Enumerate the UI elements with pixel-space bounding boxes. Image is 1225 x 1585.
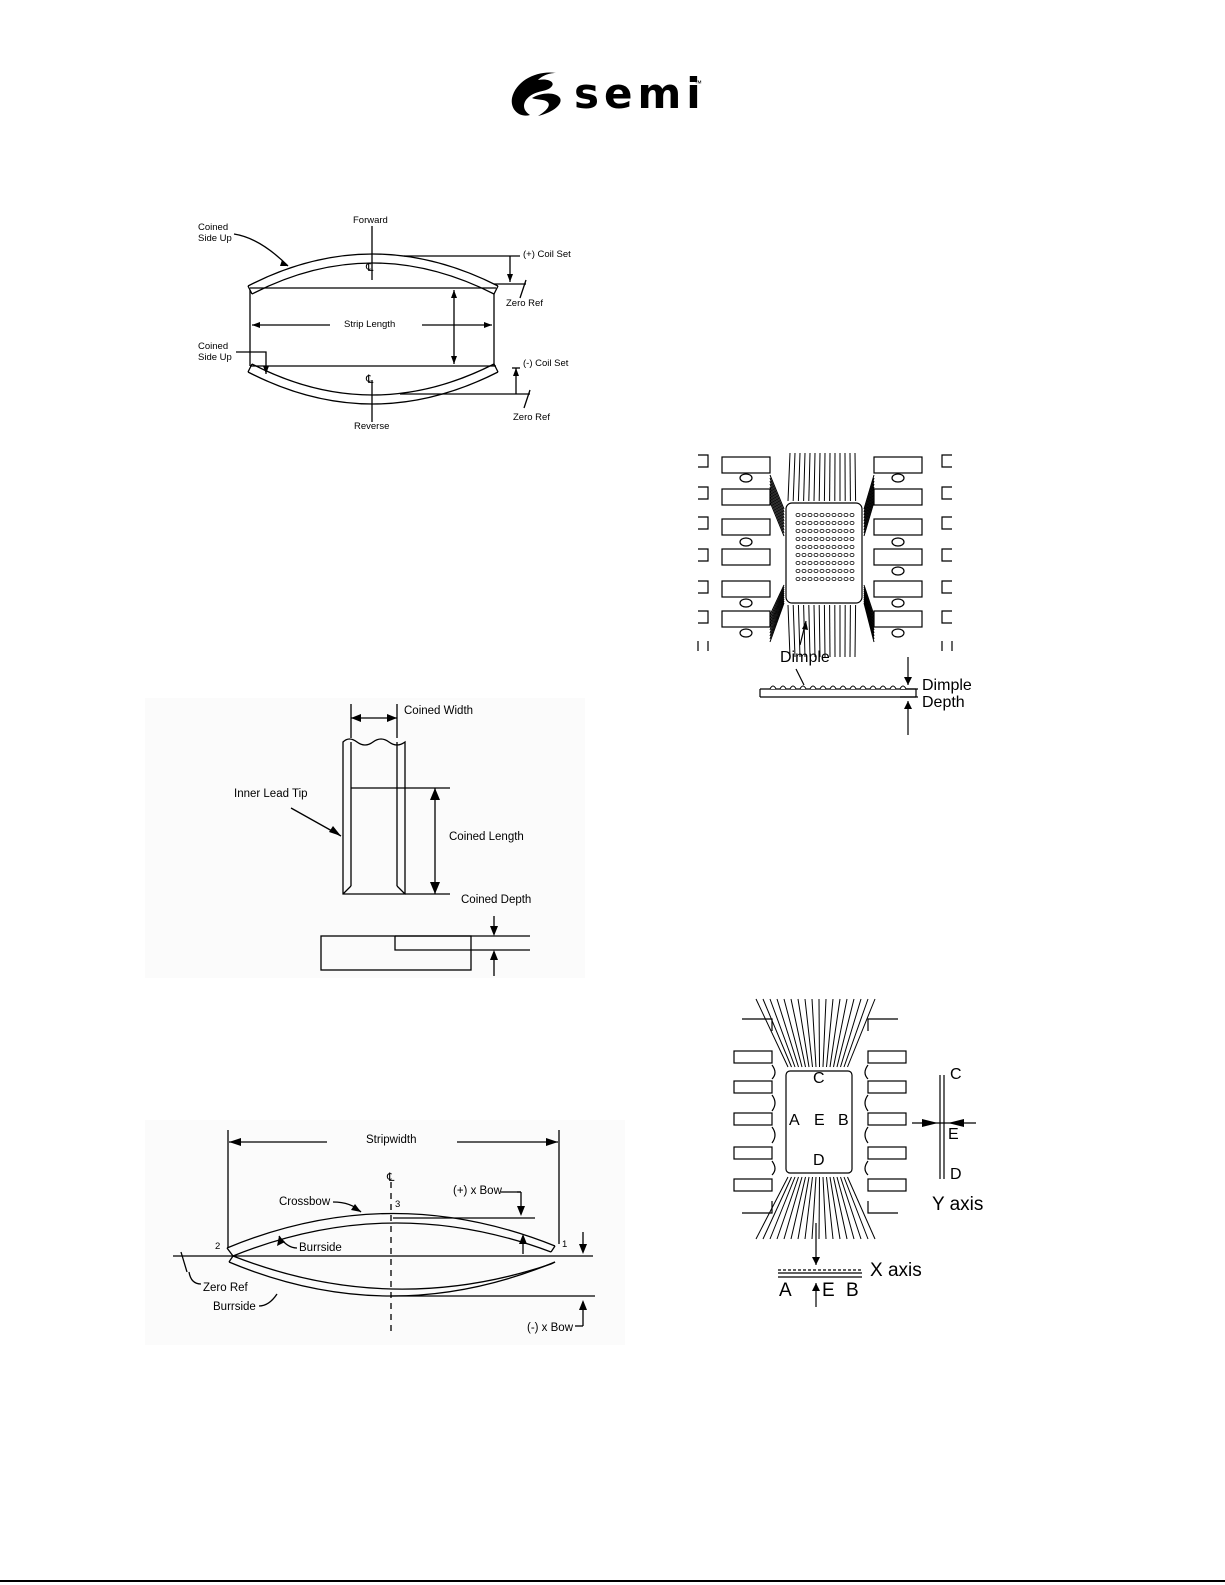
burrside-label-bottom: Burrside [213, 1301, 256, 1313]
point-a-label: A [789, 1113, 800, 1130]
burrside-label-top: Burrside [299, 1242, 342, 1254]
dimple-figure: Dimple Dimple Depth [690, 445, 990, 745]
minus-x-bow-label: (-) x Bow [527, 1322, 573, 1334]
dimple-label: Dimple [780, 650, 830, 667]
y-axis-e-label: E [948, 1127, 959, 1144]
centerline-symbol-bottom: ℄ [366, 374, 373, 386]
coined-length-label: Coined Length [449, 831, 524, 843]
inner-lead-tip-label: Inner Lead Tip [234, 788, 308, 800]
coined-width-label: Coined Width [404, 705, 473, 717]
coined-side-up-label-top-2: Side Up [198, 234, 232, 244]
plus-x-bow-label: (+) x Bow [453, 1185, 502, 1197]
crossbow-figure: Stripwidth Crossbow ℄ 3 (+) x Bow 2 1 Bu… [145, 1120, 625, 1345]
zero-ref-label: Zero Ref [203, 1282, 248, 1294]
minus-coil-set-label: (-) Coil Set [523, 359, 568, 369]
semi-swoosh-icon [512, 72, 561, 116]
coined-side-up-label-top: Coined [198, 223, 228, 233]
semi-wordmark: semi [574, 72, 706, 116]
forward-label: Forward [353, 216, 388, 226]
x-axis-a-label: A [779, 1281, 792, 1301]
strip-length-label: Strip Length [344, 320, 395, 330]
zero-ref-label-top: Zero Ref [506, 299, 543, 309]
coined-side-up-label-bottom: Coined [198, 342, 228, 352]
point-b-label: B [838, 1113, 849, 1130]
stripwidth-label: Stripwidth [366, 1134, 417, 1146]
page-bottom-rule [0, 1580, 1225, 1582]
coined-side-up-label-bottom-2: Side Up [198, 353, 232, 363]
dimple-depth-label-1: Dimple [922, 678, 972, 695]
y-axis-d-label: D [950, 1167, 962, 1184]
x-axis-label: X axis [870, 1261, 922, 1281]
point-1-label: 1 [562, 1240, 567, 1250]
flatness-figure: C A E B D C E D Y axis X axis A E B [726, 995, 1026, 1315]
point-2-label: 2 [215, 1242, 220, 1252]
point-c-label: C [813, 1071, 825, 1088]
crossbow-label: Crossbow [279, 1196, 330, 1208]
y-axis-label: Y axis [932, 1195, 983, 1215]
point-d-label: D [813, 1153, 825, 1170]
trademark-mark: ™ [694, 80, 702, 88]
centerline-symbol-crossbow: ℄ [387, 1172, 394, 1184]
x-axis-b-label: B [846, 1281, 859, 1301]
coined-depth-label: Coined Depth [461, 894, 531, 906]
reverse-label: Reverse [354, 422, 389, 432]
point-3-label: 3 [395, 1200, 400, 1210]
semi-logo: semi ™ [508, 68, 708, 124]
dimple-depth-label-2: Depth [922, 695, 965, 712]
y-axis-c-label: C [950, 1067, 962, 1084]
plus-coil-set-label: (+) Coil Set [523, 250, 571, 260]
zero-ref-label-bottom: Zero Ref [513, 413, 550, 423]
coil-set-figure: Coined Side Up Forward ℄ (+) Coil Set Ze… [190, 210, 590, 440]
coining-figure: Coined Width Inner Lead Tip Coined Lengt… [145, 698, 585, 978]
centerline-symbol-top: ℄ [366, 262, 373, 274]
x-axis-e-label: E [822, 1281, 835, 1301]
point-e-label: E [814, 1113, 825, 1130]
